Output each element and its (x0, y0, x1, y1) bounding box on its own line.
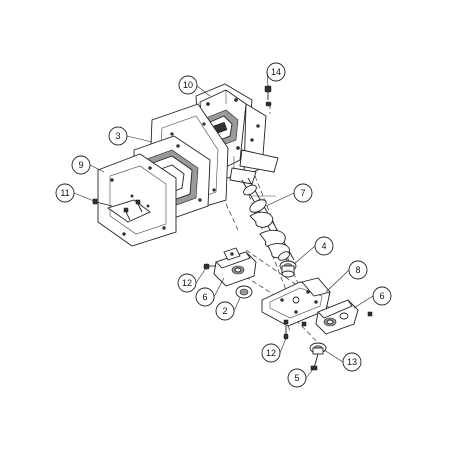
callout-6-right-label: 6 (379, 291, 384, 301)
part-2-bushing (235, 285, 253, 299)
callout-leaders (73, 71, 374, 379)
part-6-bearing-block-left (213, 247, 257, 287)
callout-8: 8 (348, 260, 368, 280)
callout-13: 13 (342, 352, 362, 372)
part-4-coupling (279, 260, 297, 278)
callout-12-upper: 12 (177, 273, 197, 293)
callout-9: 9 (71, 155, 91, 175)
callout-13-label: 13 (347, 357, 357, 367)
part-12-bolt-lower (283, 311, 373, 340)
part-14-screw (264, 85, 272, 107)
callout-6-left: 6 (195, 287, 215, 307)
callout-6-right: 6 (372, 286, 392, 306)
callout-14: 14 (266, 62, 286, 82)
part-11-screws (92, 198, 151, 223)
callout-2-label: 2 (222, 306, 227, 316)
callout-12-lower-label: 12 (266, 348, 276, 358)
callout-8-label: 8 (355, 265, 360, 275)
callout-7-label: 7 (300, 188, 305, 198)
callout-7: 7 (293, 183, 313, 203)
callout-10-label: 10 (183, 80, 193, 90)
callout-2: 2 (215, 301, 235, 321)
part-8-base-plate (261, 277, 331, 327)
part-5-nut (310, 353, 319, 371)
part-6-bearing-block-right (315, 299, 359, 335)
callout-4: 4 (314, 236, 334, 256)
callout-11-label: 11 (60, 188, 69, 198)
callout-12-upper-label: 12 (182, 278, 192, 288)
callout-6-left-label: 6 (202, 292, 207, 302)
callout-12-lower: 12 (261, 343, 281, 363)
callout-3: 3 (108, 126, 128, 146)
part-13-fitting (309, 342, 327, 355)
callout-4-label: 4 (321, 241, 326, 251)
callout-9-label: 9 (78, 160, 83, 170)
callout-14-label: 14 (271, 67, 281, 77)
callout-3-label: 3 (115, 131, 120, 141)
callout-5-label: 5 (294, 373, 299, 383)
callout-10: 10 (178, 75, 198, 95)
callout-5: 5 (287, 368, 307, 388)
part-12-bolt-upper (203, 263, 216, 270)
callout-11: 11 (55, 183, 75, 203)
part-7-auger (241, 177, 295, 263)
